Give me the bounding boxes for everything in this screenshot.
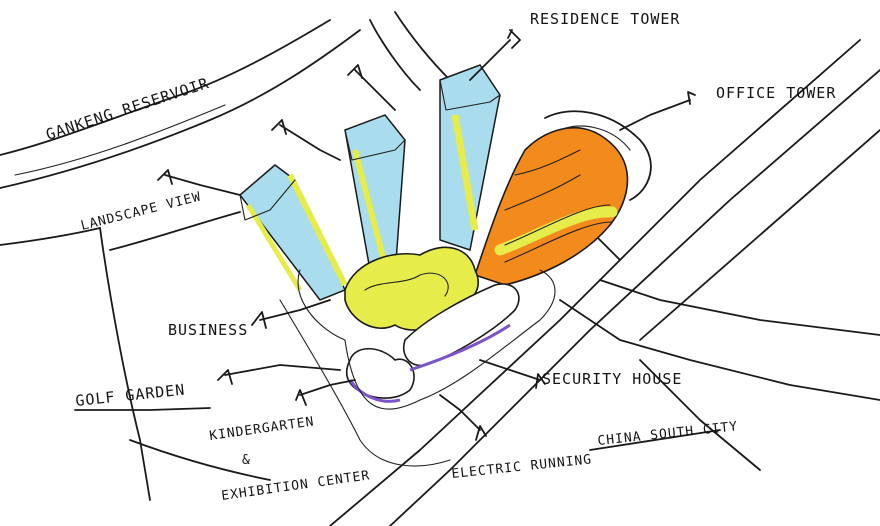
arrow-leaders	[74, 29, 721, 451]
label-electric-running: ELECTRIC RUNNING	[451, 452, 593, 482]
label-security-house: SECURITY HOUSE	[542, 370, 682, 388]
label-ampersand: &	[242, 453, 251, 468]
label-reservoir: GANKENG RESERVOIR	[44, 74, 212, 144]
office-tower	[473, 110, 652, 286]
label-business: BUSINESS	[168, 321, 248, 339]
label-kindergarten: KINDERGARTEN	[208, 414, 315, 444]
label-golf-garden: GOLF GARDEN	[75, 381, 187, 410]
residence-towers	[238, 64, 501, 301]
label-office-tower: OFFICE TOWER	[716, 84, 836, 102]
label-residence-tower: RESIDENCE TOWER	[530, 10, 680, 28]
label-china-south-city: CHINA SOUTH CITY	[597, 419, 739, 449]
road-lines	[0, 11, 880, 526]
label-landscape-view: LANDSCAPE VIEW	[79, 189, 203, 233]
